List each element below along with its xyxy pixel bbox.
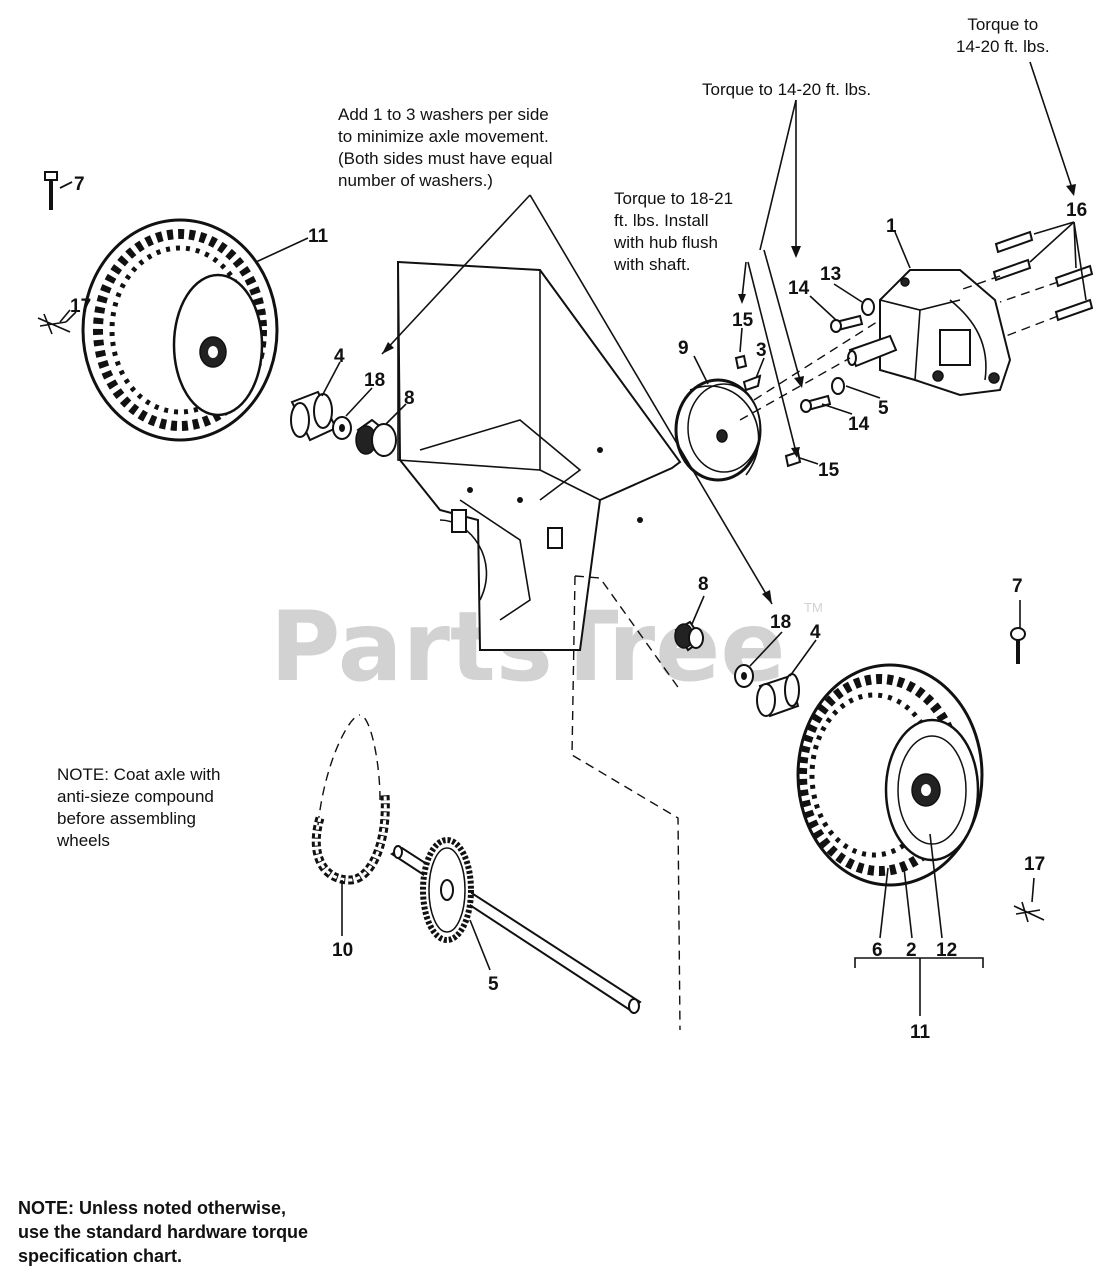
callout-5-top: 5 bbox=[878, 398, 889, 419]
bolt-14-top bbox=[830, 314, 864, 333]
callout-15-bottom: 15 bbox=[818, 460, 840, 481]
callout-2: 2 bbox=[906, 940, 917, 961]
callout-4-right: 4 bbox=[810, 622, 821, 643]
callout-7-left: 7 bbox=[74, 174, 85, 195]
callout-11-left: 11 bbox=[308, 226, 329, 247]
hairpin-clip-left bbox=[37, 311, 77, 335]
set-screw-top bbox=[734, 354, 748, 370]
pulley bbox=[674, 378, 762, 482]
callout-17-left: 17 bbox=[70, 296, 91, 317]
washer-left bbox=[332, 416, 352, 440]
hairpin-clip-right bbox=[1013, 877, 1045, 923]
axle-note: NOTE: Coat axle with anti-sieze compound… bbox=[57, 765, 221, 850]
callout-6: 6 bbox=[872, 940, 883, 961]
bushing-right bbox=[756, 673, 800, 718]
callout-18-left: 18 bbox=[364, 370, 385, 391]
callout-8-right: 8 bbox=[698, 574, 709, 595]
standard-torque-note: NOTE: Unless noted otherwise, use the st… bbox=[18, 1198, 309, 1266]
callout-14-top: 14 bbox=[788, 278, 810, 299]
callout-11-right: 11 bbox=[910, 1022, 931, 1043]
callout-1: 1 bbox=[886, 216, 897, 237]
callout-numbers: 7 17 11 4 18 8 9 15 3 15 14 13 1 16 14 5… bbox=[70, 174, 1087, 1043]
woodruff-key bbox=[742, 374, 762, 392]
left-wheel bbox=[81, 218, 279, 442]
washer-right bbox=[734, 664, 754, 688]
bolt-14-bottom bbox=[800, 394, 832, 413]
torque-note-hub: Torque to 18-21 ft. lbs. Install with hu… bbox=[614, 189, 734, 274]
transmission bbox=[847, 269, 1012, 397]
flange-bearing-left bbox=[355, 418, 397, 457]
callout-15-top: 15 bbox=[732, 310, 754, 331]
callout-10: 10 bbox=[332, 940, 353, 961]
callout-16: 16 bbox=[1066, 200, 1087, 221]
clevis-pin-left bbox=[44, 171, 73, 210]
washer-note: Add 1 to 3 washers per side to minimize … bbox=[338, 105, 553, 190]
callout-13: 13 bbox=[820, 264, 841, 285]
clevis-pin-right bbox=[1010, 600, 1026, 664]
callout-18-right: 18 bbox=[770, 612, 791, 633]
callout-7-right: 7 bbox=[1012, 576, 1023, 597]
torque-note-top-right: Torque to 14-20 ft. lbs. bbox=[956, 15, 1050, 56]
watermark-trademark: TM bbox=[804, 600, 823, 615]
lock-washer-5 bbox=[831, 377, 845, 395]
lock-washer-13 bbox=[861, 298, 875, 316]
right-wheel bbox=[796, 663, 984, 887]
flange-bearing-right bbox=[674, 620, 704, 652]
torque-note-top-mid: Torque to 14-20 ft. lbs. bbox=[702, 80, 872, 99]
callout-3: 3 bbox=[756, 340, 767, 361]
callout-4-left: 4 bbox=[334, 346, 345, 367]
drive-chain bbox=[311, 714, 390, 885]
callout-14-bottom: 14 bbox=[848, 414, 870, 435]
callout-12: 12 bbox=[936, 940, 957, 961]
sprocket bbox=[420, 837, 474, 943]
bolts-16 bbox=[959, 230, 1094, 337]
callout-9: 9 bbox=[678, 338, 689, 359]
frame-housing bbox=[396, 260, 682, 651]
callout-17-right: 17 bbox=[1024, 854, 1045, 875]
callout-5-bottom: 5 bbox=[488, 974, 499, 995]
leader-lines bbox=[59, 61, 1087, 1016]
bushing-left bbox=[290, 390, 338, 442]
callout-8-left: 8 bbox=[404, 388, 415, 409]
